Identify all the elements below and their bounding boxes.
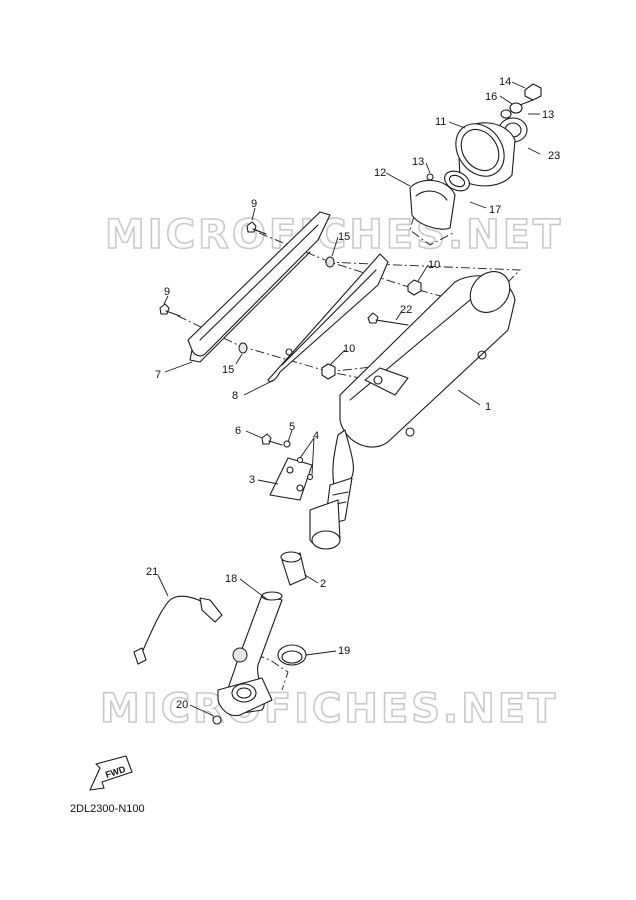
diagram-code: 2DL2300-N100: [70, 803, 145, 815]
callout-15-upper: 15: [338, 231, 350, 243]
part-10-nut-lower: [321, 363, 336, 380]
part-13-washer-top: [500, 109, 512, 119]
callout-10-lower: 10: [343, 343, 355, 355]
callout-labels: 14 16 13 11 23 13 12 17 9 15 10 9 22 7 1…: [146, 76, 560, 711]
part-2-gasket: [280, 551, 307, 586]
part-10-nut-upper: [407, 279, 422, 296]
callout-15-lower: 15: [222, 364, 234, 376]
callout-19: 18: [225, 573, 237, 585]
part-22-bolt: [367, 312, 409, 326]
fwd-arrow-icon: FWD: [89, 755, 133, 791]
part-20-gasket: [277, 644, 307, 666]
part-14-bolt: [519, 83, 542, 106]
part-9-bolt-lower: [159, 303, 181, 317]
watermark-top: MICROFICHES.NET: [105, 212, 563, 258]
part-15-grommet-upper: [325, 256, 335, 268]
part-17-ring: [444, 170, 470, 192]
callout-7: 7: [155, 369, 161, 381]
callout-6: 6: [235, 425, 241, 437]
callout-12: 12: [374, 167, 386, 179]
callout-3: 3: [249, 474, 255, 486]
part-3-bracket: [269, 457, 313, 501]
part-5-washer: [283, 440, 291, 448]
callout-17: 17: [489, 204, 501, 216]
callout-14: 14: [499, 76, 511, 88]
callout-9-lower: 9: [164, 286, 170, 298]
callout-5: 5: [289, 421, 295, 433]
callout-13-top: 13: [542, 109, 554, 121]
callout-2: 2: [320, 578, 326, 590]
part-19-exhaust-pipe: [217, 591, 283, 717]
callout-22: 22: [400, 304, 412, 316]
part-9-bolt-upper: [246, 221, 267, 235]
callout-13-mid: 13: [412, 156, 424, 168]
part-23-o2-sensor: [133, 595, 223, 665]
callout-10-upper: 10: [428, 259, 440, 271]
callout-1: 1: [485, 401, 491, 413]
part-7-outer-guard: [187, 211, 331, 363]
callout-23: 21: [146, 566, 158, 578]
part-15-grommet-lower: [238, 342, 248, 354]
callout-21: 20: [176, 699, 188, 711]
callout-11: 11: [435, 116, 446, 128]
part-12-protector: [409, 179, 456, 230]
callout-4: 4: [313, 430, 319, 442]
callout-20: 19: [338, 645, 350, 657]
part-8-inner-guard: [267, 253, 389, 383]
callout-8: 8: [232, 390, 238, 402]
watermark-bottom: MICROFICHES.NET: [100, 686, 558, 732]
part-1-muffler: [309, 271, 516, 550]
part-6-bolt: [261, 433, 283, 446]
callout-16: 16: [485, 91, 497, 103]
part-16-collar: [509, 102, 523, 114]
part-21-washer: [212, 715, 222, 725]
callout-9-upper: 9: [251, 198, 257, 210]
leader-lines: [157, 81, 541, 717]
part-13-washer-mid: [426, 173, 434, 181]
callout-18: 23: [548, 150, 560, 162]
